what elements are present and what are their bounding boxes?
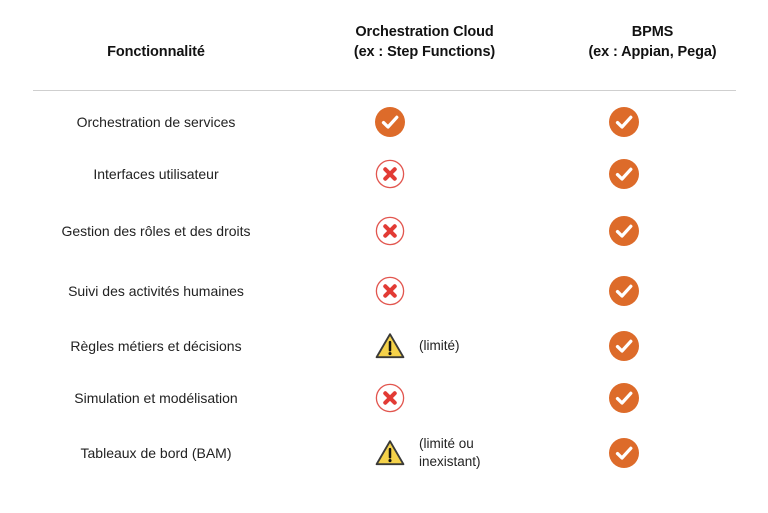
- cross-circle-icon: [374, 158, 406, 190]
- row-feature-label: Règles métiers et décisions: [70, 337, 242, 354]
- column-header-bpms-line1: BPMS: [631, 24, 674, 40]
- table-row: Interfaces utilisateur: [0, 148, 768, 200]
- check-circle-icon: [608, 106, 640, 138]
- row-orchestration-cell: (limité): [312, 330, 537, 362]
- check-circle-icon: [608, 215, 640, 247]
- cross-circle-icon: [374, 215, 406, 247]
- row-feature-label: Simulation et modélisation: [74, 389, 238, 406]
- table-row: Simulation et modélisation: [0, 372, 768, 424]
- row-orchestration-cell: [312, 382, 537, 414]
- cross-circle-icon: [374, 382, 406, 414]
- column-header-bpms: BPMS (ex : Appian, Pega): [537, 22, 768, 62]
- check-circle-icon: [608, 437, 640, 469]
- row-orchestration-cell: [312, 158, 537, 190]
- row-bpms-cell: [537, 330, 768, 362]
- row-orchestration-cell: (limité ou inexistant): [312, 435, 537, 471]
- table-row: Gestion des rôles et des droits: [0, 200, 768, 262]
- warning-triangle-icon: [374, 330, 406, 362]
- column-header-orchestration-line1: Orchestration Cloud: [355, 24, 494, 40]
- table-header-row: Fonctionnalité Orchestration Cloud (ex :…: [0, 22, 768, 62]
- check-circle-icon: [374, 106, 406, 138]
- check-circle-icon: [608, 158, 640, 190]
- row-orchestration-cell: [312, 106, 537, 138]
- row-orchestration-cell: [312, 275, 537, 307]
- row-feature-label: Gestion des rôles et des droits: [61, 222, 251, 239]
- row-feature-label: Interfaces utilisateur: [93, 165, 219, 182]
- row-feature-label: Tableaux de bord (BAM): [80, 444, 232, 461]
- row-bpms-cell: [537, 437, 768, 469]
- row-bpms-cell: [537, 215, 768, 247]
- table-row: Tableaux de bord (BAM) (limité ou inexis…: [0, 424, 768, 482]
- check-circle-icon: [608, 382, 640, 414]
- row-bpms-cell: [537, 158, 768, 190]
- row-orchestration-note: (limité ou inexistant): [419, 436, 481, 469]
- table-row: Orchestration de services: [0, 96, 768, 148]
- column-header-feature: Fonctionnalité: [107, 44, 205, 60]
- row-feature-label: Suivi des activités humaines: [68, 282, 244, 299]
- column-header-orchestration: Orchestration Cloud (ex : Step Functions…: [312, 22, 537, 62]
- check-circle-icon: [608, 275, 640, 307]
- warning-triangle-icon: [374, 437, 406, 469]
- row-orchestration-note: (limité): [419, 338, 460, 353]
- header-divider: [33, 90, 736, 91]
- column-header-bpms-line2: (ex : Appian, Pega): [588, 44, 717, 60]
- row-bpms-cell: [537, 275, 768, 307]
- row-orchestration-cell: [312, 215, 537, 247]
- table-row: Suivi des activités humaines: [0, 262, 768, 320]
- row-feature-label: Orchestration de services: [76, 113, 236, 130]
- check-circle-icon: [608, 330, 640, 362]
- row-bpms-cell: [537, 382, 768, 414]
- row-bpms-cell: [537, 106, 768, 138]
- column-header-orchestration-line2: (ex : Step Functions): [353, 44, 496, 60]
- cross-circle-icon: [374, 275, 406, 307]
- table-row: Règles métiers et décisions (limité): [0, 320, 768, 372]
- table-body: Orchestration de services Interfaces uti…: [0, 96, 768, 482]
